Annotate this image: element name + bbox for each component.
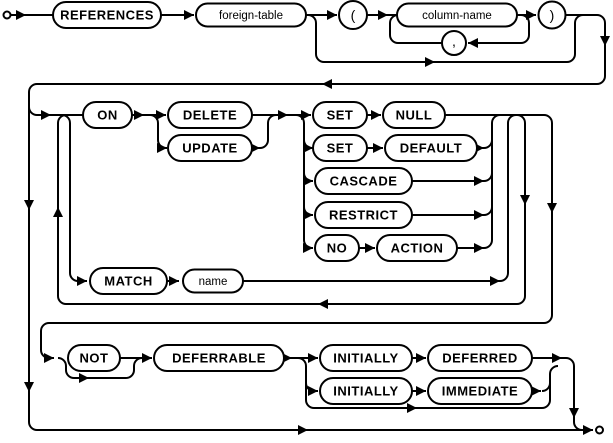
comma-loop xyxy=(389,14,442,44)
close-paren-label: ) xyxy=(550,7,555,23)
action-branch xyxy=(303,172,313,186)
keyword-action: ACTION xyxy=(376,234,458,262)
keyword-no-label: NO xyxy=(327,241,348,256)
wrap-line xyxy=(24,83,322,210)
comma-loop xyxy=(520,14,530,44)
wrap-line xyxy=(322,46,606,89)
collector xyxy=(491,114,501,240)
keyword-immediate-label: IMMEDIATE xyxy=(442,384,518,399)
keyword-references-label: REFERENCES xyxy=(60,8,154,23)
group-exit xyxy=(40,213,553,363)
paren-bypass xyxy=(307,14,435,67)
initially-bypass xyxy=(305,383,417,413)
keyword-null-label: NULL xyxy=(396,108,433,123)
loop-back xyxy=(318,205,526,309)
not-bypass xyxy=(57,357,89,383)
keyword-set2-label: SET xyxy=(327,141,354,156)
comma-label: , xyxy=(452,33,456,49)
update-merge xyxy=(259,114,277,149)
keyword-update-label: UPDATE xyxy=(182,141,237,156)
loop-back xyxy=(516,114,530,205)
keyword-not: NOT xyxy=(67,344,121,372)
match-merge xyxy=(499,114,517,282)
keyword-set-default-set: SET xyxy=(312,134,368,162)
nonterminal-name: name xyxy=(182,268,244,294)
immediate-merge xyxy=(541,382,551,392)
update-branch xyxy=(149,114,167,153)
initially-branch xyxy=(297,357,318,396)
nonterminal-column-name: column-name xyxy=(396,2,518,28)
nonterminal-name-label: name xyxy=(199,276,228,288)
keyword-match: MATCH xyxy=(89,267,168,295)
keyword-deferred-label: DEFERRED xyxy=(442,351,518,366)
collector xyxy=(483,172,493,182)
keyword-restrict-label: RESTRICT xyxy=(329,208,398,223)
keyword-deferrable-label: DEFERRABLE xyxy=(172,351,266,366)
keyword-cascade: CASCADE xyxy=(314,167,413,195)
keyword-update: UPDATE xyxy=(167,134,253,162)
final-exit xyxy=(573,418,583,431)
keyword-initially-deferred-initially: INITIALLY xyxy=(319,344,413,372)
keyword-default-label: DEFAULT xyxy=(400,141,462,156)
keyword-immediate: IMMEDIATE xyxy=(427,377,533,405)
keyword-cascade-label: CASCADE xyxy=(330,174,398,189)
left-rail xyxy=(28,392,308,435)
start-terminal-icon xyxy=(2,10,12,20)
keyword-set1-label: SET xyxy=(327,108,354,123)
keyword-action-label: ACTION xyxy=(391,241,444,256)
keyword-initially2-label: INITIALLY xyxy=(333,384,398,399)
keyword-restrict: RESTRICT xyxy=(314,201,413,229)
punctuation-close-paren: ) xyxy=(537,0,567,30)
punctuation-comma: , xyxy=(441,30,467,56)
keyword-set-null-set: SET xyxy=(312,101,368,129)
action-branch xyxy=(303,206,313,220)
keyword-on-label: ON xyxy=(97,108,118,123)
keyword-deferred: DEFERRED xyxy=(427,344,533,372)
keyword-null: NULL xyxy=(382,101,446,129)
keyword-delete-label: DELETE xyxy=(183,108,237,123)
keyword-deferrable: DEFERRABLE xyxy=(153,344,285,372)
action-branch xyxy=(295,114,313,253)
action-branch xyxy=(303,139,313,153)
paren-bypass xyxy=(435,14,584,63)
match-branch xyxy=(61,114,87,286)
connector-lines xyxy=(10,10,610,435)
row1-exit xyxy=(565,14,610,46)
end-terminal-icon xyxy=(595,425,604,435)
keyword-default: DEFAULT xyxy=(384,134,478,162)
collector xyxy=(483,139,493,149)
keyword-references: REFERENCES xyxy=(52,1,162,29)
open-paren-label: ( xyxy=(351,7,356,23)
keyword-initially1-label: INITIALLY xyxy=(333,351,398,366)
final-exit xyxy=(562,357,579,418)
not-bypass xyxy=(89,357,143,379)
keyword-delete: DELETE xyxy=(167,101,253,129)
keyword-initially-immediate-initially: INITIALLY xyxy=(319,377,413,405)
keyword-on: ON xyxy=(82,101,133,129)
keyword-no: NO xyxy=(314,234,360,262)
group-entry xyxy=(28,106,51,120)
keyword-match-label: MATCH xyxy=(104,274,152,289)
nonterminal-foreign-table-label: foreign-table xyxy=(219,10,283,22)
group-exit xyxy=(445,114,557,213)
collector xyxy=(483,239,493,249)
initially-bypass xyxy=(417,365,559,409)
collector xyxy=(483,206,493,216)
loop-back xyxy=(57,114,67,207)
keyword-not-label: NOT xyxy=(80,351,109,366)
loop-back xyxy=(53,207,318,305)
nonterminal-column-name-label: column-name xyxy=(422,10,492,22)
nonterminal-foreign-table: foreign-table xyxy=(195,2,307,28)
punctuation-open-paren: ( xyxy=(338,0,368,30)
